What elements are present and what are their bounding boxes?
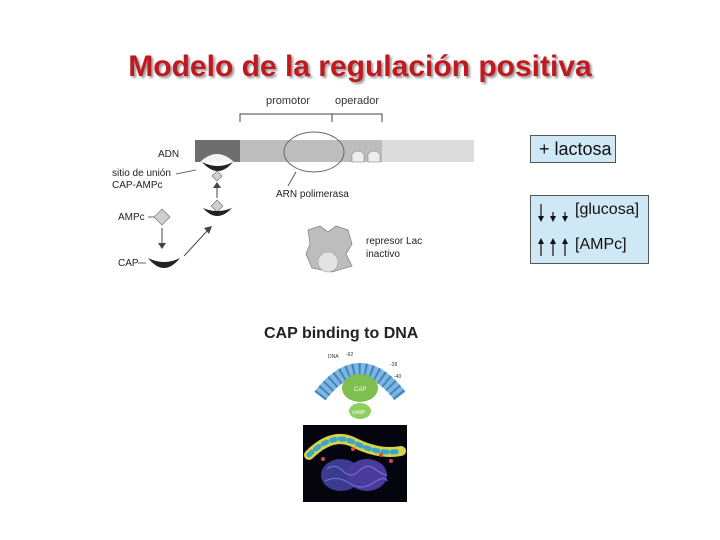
operador-label: operador [335,95,379,107]
ampc-level-label: [AMPc] [575,236,627,253]
promotor-label: promotor [266,95,310,107]
rna-polymerase-shape [283,131,345,173]
operator-notch-1 [351,150,365,163]
operador-bracket [331,113,383,122]
cap-protein [342,374,378,402]
cap-dna-illustration: CAP cAMP DNA -62 -28 -40 [314,352,406,419]
cap-binding-title: CAP binding to DNA [264,325,419,342]
dna-promoter-segment [240,140,382,162]
cap-binding-notch [200,154,234,162]
protein-cluster-right [347,459,387,491]
tiny-n28-label: -28 [390,362,397,368]
represor-label-2: inactivo [366,249,400,260]
protein-texture [324,465,388,488]
cap-dna-structure-image [303,425,407,502]
promotor-bracket [239,113,333,122]
tiny-camp-label: cAMP [352,410,366,416]
middle-cap-shape [203,208,232,216]
adn-label: ADN [158,149,179,160]
sitio-union-label: sitio de unión [112,168,171,179]
dna-right-segment [382,140,474,162]
diagonal-arrow-head [204,226,212,234]
lactose-box: + lactosa [530,135,616,163]
represor-inducer [317,251,339,273]
lactose-text: + lactosa [539,139,612,159]
tiny-dna-label: DNA [328,354,339,360]
represor-label-1: represor Lac [366,236,422,247]
glucose-down-arrows-icon [538,204,568,222]
diagonal-arrow [183,229,209,257]
tiny-n40-label: -40 [394,374,401,380]
bound-cap-shape [202,162,233,171]
tiny-cap-label: CAP [354,387,366,393]
cap-ampc-label: CAP-AMPc [112,180,163,191]
arrow-up-head [213,182,221,188]
slide-title: Modelo de la regulación positiva [128,50,592,83]
camp-protein [349,403,371,419]
ampc-down-arrow-head [158,243,166,249]
cap-label: CAP [118,258,139,269]
bound-ampc-shape [211,170,223,182]
glucose-label: [glucosa] [575,201,640,218]
operator-notch-2 [367,150,381,163]
ampc-label: AMPc [118,212,145,223]
dna-left-segment [195,140,240,162]
free-cap-shape [148,258,180,268]
dna-helix-overlay [306,436,404,458]
middle-ampc-shape [210,199,224,213]
tiny-n62-label: -62 [346,352,353,358]
regulation-diagram: promotor operador ADN sitio de unión CAP… [112,95,474,273]
levels-box: [glucosa] [AMPc] [530,195,649,264]
free-ampc-shape [153,208,171,226]
ampc-up-arrows-icon [538,238,568,256]
arn-polimerasa-label: ARN polimerasa [276,189,349,200]
represor-shape [305,225,353,273]
sitio-pointer [175,169,197,175]
arn-pointer [287,171,297,187]
dna-arc-stripes [314,363,406,401]
